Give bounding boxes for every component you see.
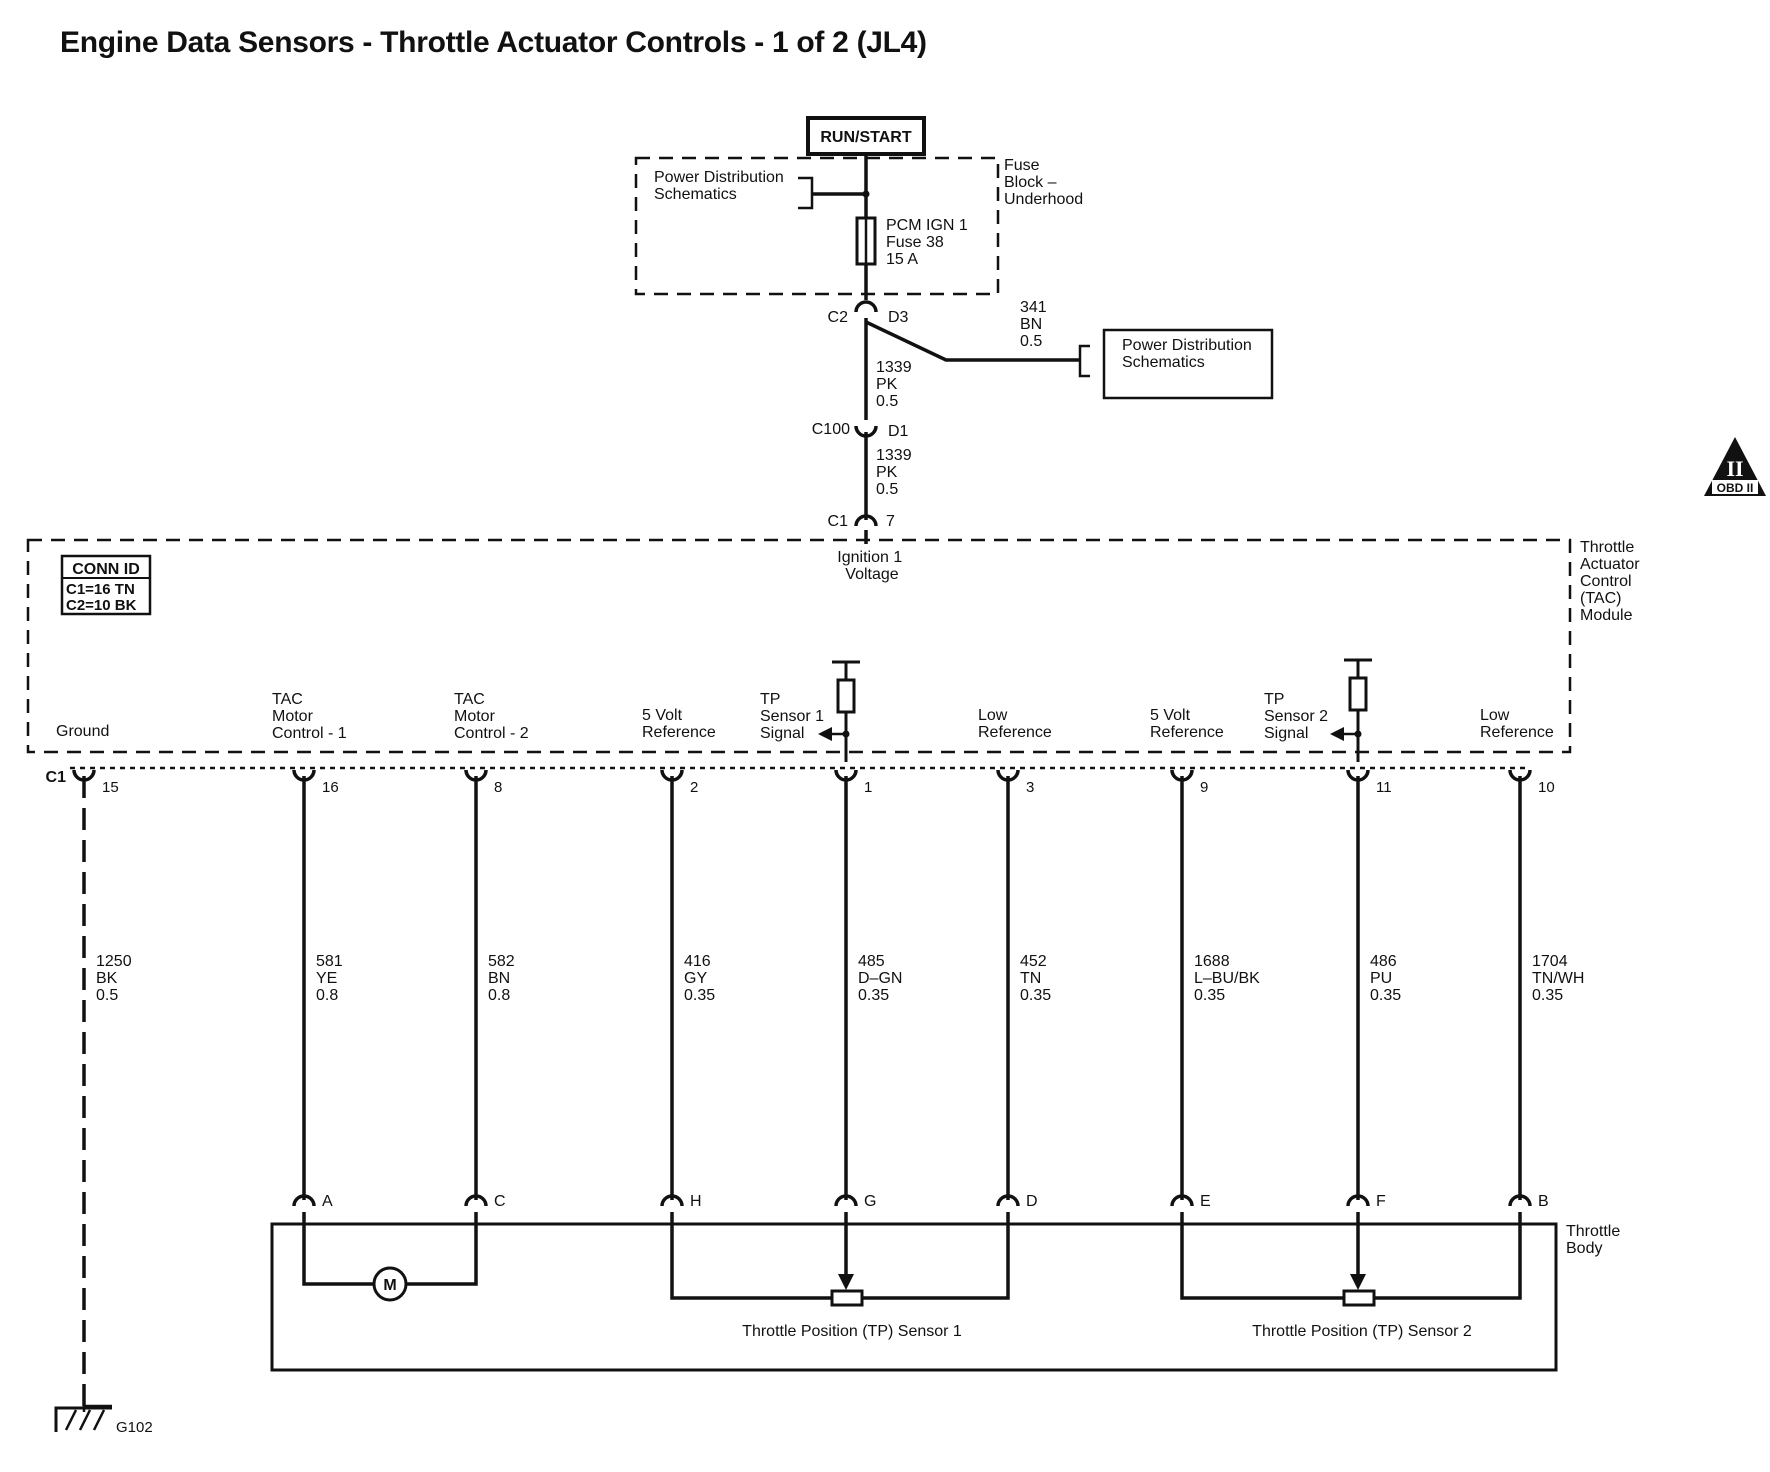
tp-sensor-1-label: Throttle Position (TP) Sensor 1 <box>742 1323 962 1340</box>
svg-text:OBD II: OBD II <box>1717 481 1754 495</box>
c1-pin-number: 8 <box>494 779 502 796</box>
module-pin-label: Ground <box>56 723 109 740</box>
pd-schematics-label-1: Power Distribution Schematics <box>654 169 788 203</box>
c2-pin-label: D3 <box>888 309 909 326</box>
c1-bottom-connector-label: C1 <box>46 769 67 786</box>
tp-sensor-1-element <box>830 1289 864 1307</box>
wire-1339-label-b: 1339 PK 0.5 <box>876 447 916 498</box>
branch-wire-label: 341 BN 0.5 <box>1020 299 1051 350</box>
tp-sensor-2-element <box>1342 1289 1376 1307</box>
c1-pin-number: 11 <box>1376 779 1392 796</box>
tp1-pullup-resistor <box>818 660 860 762</box>
svg-text:C1=16 TN: C1=16 TN <box>66 581 135 598</box>
svg-text:II: II <box>1726 456 1743 481</box>
throttle-body-pin: H <box>690 1193 702 1210</box>
c1-pin-number: 2 <box>690 779 698 796</box>
pd-schematics-label-2: Power Distribution Schematics <box>1122 337 1256 371</box>
fuse-label: PCM IGN 1 Fuse 38 15 A <box>886 217 972 268</box>
throttle-body-pin: E <box>1200 1193 1211 1210</box>
throttle-body-pin: B <box>1538 1193 1549 1210</box>
c1-pin-number: 16 <box>322 779 339 796</box>
tac-module-box <box>26 538 1572 754</box>
svg-text:C2=10 BK: C2=10 BK <box>66 597 137 614</box>
throttle-body-pin: D <box>1026 1193 1038 1210</box>
c1-pin-number: 9 <box>1200 779 1208 796</box>
conn-id-box: CONN ID C1=16 TN C2=10 BK <box>60 554 152 616</box>
throttle-body-pin: A <box>322 1193 333 1210</box>
power-feed: RUN/START Fuse Block – Underhood Power D… <box>634 116 1274 583</box>
throttle-body-pin: C <box>494 1193 506 1210</box>
tp-sensor-2-label: Throttle Position (TP) Sensor 2 <box>1252 1323 1472 1340</box>
tac-module-label: Throttle Actuator Control (TAC) Module <box>1580 539 1644 624</box>
c1-top-connector-label: C1 <box>828 513 849 530</box>
c2-connector-label: C2 <box>828 309 849 326</box>
throttle-body: Throttle Body M Throttle Position (TP) S… <box>270 1212 1625 1372</box>
diagram-title: Engine Data Sensors - Throttle Actuator … <box>60 26 927 59</box>
pd-schematics-box-2 <box>1102 328 1274 400</box>
c100-pin-label: D1 <box>888 423 909 440</box>
c1-top-pin-label: 7 <box>886 513 895 530</box>
obd-ii-icon: II OBD II <box>1704 437 1766 496</box>
motor-label: M <box>383 1277 396 1294</box>
ground-label: G102 <box>116 1419 153 1436</box>
fuse-block-label: Fuse Block – Underhood <box>1004 157 1083 208</box>
motor-icon <box>372 1266 408 1302</box>
tac-module: Throttle Actuator Control (TAC) Module C… <box>26 538 1644 786</box>
wire-1339-label-a: 1339 PK 0.5 <box>876 359 916 410</box>
c100-connector-label: C100 <box>812 421 850 438</box>
svg-text:CONN ID: CONN ID <box>72 561 140 578</box>
run-start-label: RUN/START <box>820 129 911 146</box>
fuse-block-box <box>634 156 1000 296</box>
throttle-body-box <box>270 1222 1558 1372</box>
throttle-body-pin: F <box>1376 1193 1386 1210</box>
c1-pin-number: 1 <box>864 779 872 796</box>
c1-pin-number: 3 <box>1026 779 1034 796</box>
throttle-body-label: Throttle Body <box>1566 1223 1625 1257</box>
c1-pin-number: 15 <box>102 779 119 796</box>
ground-g102: G102 <box>54 1404 153 1436</box>
tp2-pullup-resistor <box>1330 658 1372 762</box>
throttle-body-pin: G <box>864 1193 876 1210</box>
run-start-box <box>806 116 926 156</box>
ignition-voltage-label: Ignition 1 Voltage <box>837 549 906 583</box>
c1-pin-number: 10 <box>1538 779 1555 796</box>
